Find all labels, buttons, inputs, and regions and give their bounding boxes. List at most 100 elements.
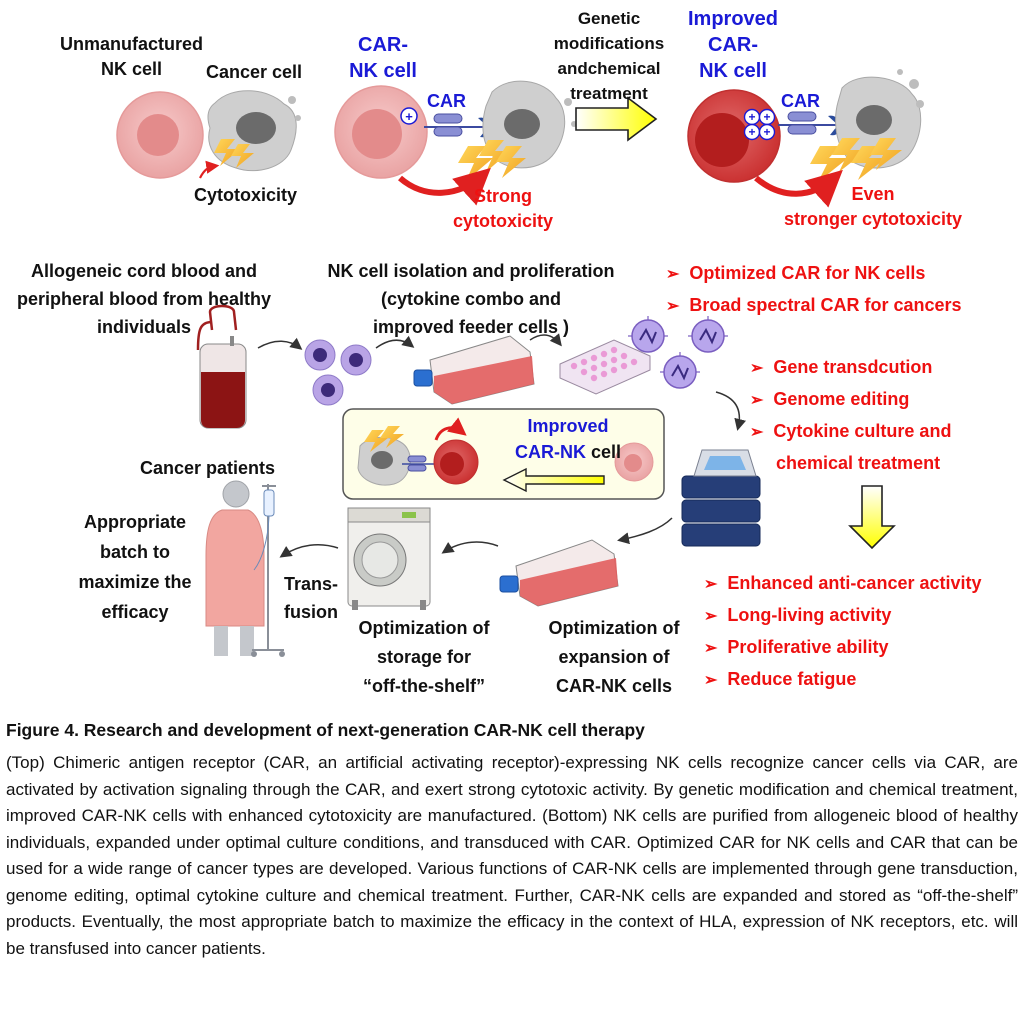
svg-text:+: + — [405, 109, 413, 124]
flow-arrow — [529, 333, 562, 347]
figure-caption-title: Figure 4. Research and development of ne… — [6, 720, 645, 740]
list-item: Cytokine culture and — [750, 416, 951, 448]
lightning-icon — [810, 138, 902, 182]
flow-arrow — [375, 335, 415, 349]
genetic-modification-label: Genetic modifications andchemical treatm… — [545, 6, 673, 106]
label-line: chemical treatment — [776, 453, 941, 473]
lightning-icon — [364, 426, 404, 452]
inset-yellow-arrow — [502, 467, 605, 493]
cancer-cell-1 — [207, 90, 301, 172]
label-line: CAR- — [358, 34, 408, 56]
purified-nk-cells — [304, 339, 372, 406]
improved-car-nk-box-label: Improved CAR-NK cell — [488, 414, 648, 465]
label-line: CAR- — [708, 34, 758, 56]
flow-arrow — [441, 541, 499, 554]
label-line: Even — [851, 184, 895, 204]
svg-text:+: + — [748, 110, 755, 124]
down-arrow — [848, 485, 896, 550]
inset-car-receptor — [402, 455, 438, 472]
label-line: cell — [590, 442, 622, 462]
label-line: improved feeder cells ) — [372, 317, 570, 337]
label-line: cytotoxicity — [452, 211, 554, 231]
cancer-patient — [205, 480, 285, 657]
cancer-patients-label: Cancer patients — [140, 458, 276, 478]
modification-arrow — [575, 96, 658, 142]
cancer-cell-label: Cancer cell — [206, 62, 303, 82]
label-line: NK cell — [100, 59, 163, 79]
culture-flask-1 — [413, 335, 535, 405]
flow-arrow — [715, 391, 747, 431]
car-receptor-1 — [424, 113, 491, 138]
list-item-continuation: chemical treatment — [750, 448, 951, 478]
label-line: Optimization of — [358, 618, 490, 638]
label-line: NK cell — [699, 60, 767, 82]
list-item: Long-living activity — [704, 600, 982, 632]
blood-bag — [196, 304, 247, 429]
label-line: Improved — [527, 416, 609, 436]
list-item: Optimized CAR for NK cells — [666, 258, 962, 290]
label-line: batch to — [100, 542, 170, 562]
label-line: peripheral blood from healthy — [16, 289, 272, 309]
label-line: andchemical — [557, 59, 661, 78]
label-line: Optimization of — [548, 618, 680, 638]
car-nk-label: CAR- NK cell — [336, 32, 430, 84]
list-item: Broad spectral CAR for cancers — [666, 290, 961, 322]
list-item: Enhanced anti-cancer activity — [704, 568, 981, 600]
label-line: individuals — [96, 317, 192, 337]
inset-nk-cell — [614, 442, 654, 482]
lightning-icon — [214, 139, 254, 168]
list-item: Gene transdcution — [750, 352, 951, 384]
flow-arrow — [279, 543, 339, 558]
unmanufactured-nk-cell — [116, 91, 204, 179]
allogeneic-blood-label: Allogeneic cord blood and peripheral blo… — [0, 257, 288, 341]
car-label-2: CAR — [781, 91, 820, 111]
label-line: modifications — [553, 34, 665, 53]
inset-improved-nk-cell — [433, 439, 479, 485]
list-item: Reduce fatigue — [704, 664, 982, 696]
well-plate — [559, 339, 651, 395]
improved-car-nk-label: Improved CAR- NK cell — [676, 6, 790, 84]
lightning-icon — [458, 140, 526, 181]
label-line: expansion of — [558, 647, 670, 667]
label-line: stronger cytotoxicity — [784, 209, 963, 229]
car-optimization-list: Optimized CAR for NK cells Broad spectra… — [666, 258, 962, 322]
storage-freezer — [347, 507, 431, 610]
list-item: Genome editing — [750, 384, 951, 416]
label-line: Improved — [687, 8, 779, 30]
label-line: fusion — [284, 602, 338, 622]
label-line: Trans- — [283, 574, 339, 594]
strong-cytotoxicity-arrow — [398, 167, 491, 206]
label-line: Allogeneic cord blood and — [30, 261, 257, 281]
expansion-optimization-label: Optimization of expansion of CAR-NK cell… — [532, 614, 696, 701]
method-list: Gene transdcution Genome editing Cytokin… — [750, 352, 951, 478]
nk-isolation-label: NK cell isolation and proliferation (cyt… — [306, 257, 636, 341]
cytotoxicity-label: Cytotoxicity — [194, 185, 298, 205]
car-nk-cell: + — [334, 85, 428, 179]
svg-text:+: + — [763, 125, 770, 139]
label-line: Genetic — [577, 9, 641, 28]
label-line: NK cell isolation and proliferation — [327, 261, 615, 281]
flow-arrow — [617, 517, 673, 545]
cytotoxicity-arrow — [199, 160, 220, 179]
improved-car-nk-cell: ++ ++ — [687, 89, 781, 183]
inset-cytotoxicity-arrow — [434, 417, 467, 441]
car-label-1: CAR — [427, 91, 466, 111]
strong-cytotoxicity-label: Strong cytotoxicity — [448, 184, 558, 234]
transfusion-label: Trans- fusion — [276, 570, 346, 626]
transduction-device — [681, 449, 761, 547]
inset-cancer-cell — [357, 436, 411, 486]
car-receptor-2 — [778, 111, 841, 136]
list-item: Proliferative ability — [704, 632, 982, 664]
label-line: Unmanufactured — [60, 34, 204, 54]
outcome-list: Enhanced anti-cancer activity Long-livin… — [704, 568, 982, 696]
label-line: Appropriate — [83, 512, 186, 532]
even-stronger-arrow — [754, 169, 843, 208]
figure-caption-body: (Top) Chimeric antigen receptor (CAR, an… — [6, 753, 1018, 958]
label-line: efficacy — [101, 602, 169, 622]
appropriate-batch-label: Appropriate batch to maximize the effica… — [68, 507, 202, 627]
label-line: storage for — [376, 647, 472, 667]
label-line: maximize the — [78, 572, 192, 592]
label-line: treatment — [570, 84, 648, 103]
svg-text:+: + — [748, 125, 755, 139]
cancer-cell-3 — [835, 69, 924, 169]
